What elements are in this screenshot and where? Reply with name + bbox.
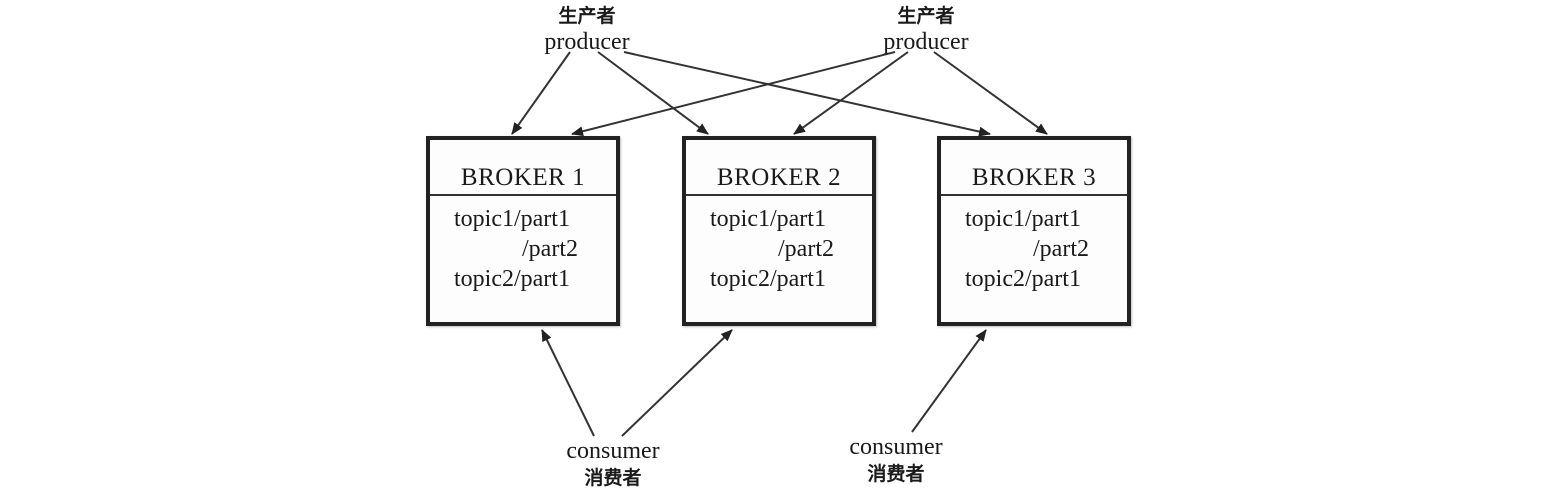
producer-1: 生产者 producer bbox=[527, 2, 647, 55]
broker-1-topics: topic1/part1 /part2 topic2/part1 bbox=[430, 196, 616, 294]
consumer-1: consumer 消费者 bbox=[553, 438, 673, 491]
broker-1: BROKER 1 topic1/part1 /part2 topic2/part… bbox=[426, 136, 620, 326]
broker-3-topic-line: /part2 bbox=[1033, 236, 1089, 262]
broker-1-title: BROKER 1 bbox=[430, 140, 616, 196]
broker-3-topic-line: topic2/part1 bbox=[965, 266, 1081, 292]
consumer-2-label-zh: 消费者 bbox=[867, 463, 925, 485]
broker-2-topic-line: topic2/part1 bbox=[710, 266, 826, 292]
arrow-producer2-broker2 bbox=[793, 51, 909, 135]
arrow-consumer1-broker2 bbox=[621, 329, 733, 437]
broker-3-title: BROKER 3 bbox=[941, 140, 1127, 196]
arrow-producer2-broker1 bbox=[571, 51, 896, 137]
producer-1-label-zh: 生产者 bbox=[558, 5, 616, 27]
broker-2-topics: topic1/part1 /part2 topic2/part1 bbox=[686, 196, 872, 294]
consumer-2-label-en: consumer bbox=[849, 434, 943, 460]
broker-2-topic-line: topic1/part1 bbox=[710, 206, 826, 232]
producer-1-label-en: producer bbox=[544, 29, 630, 55]
broker-2: BROKER 2 topic1/part1 /part2 topic2/part… bbox=[682, 136, 876, 326]
producer-2: 生产者 producer bbox=[866, 2, 986, 55]
broker-3: BROKER 3 topic1/part1 /part2 topic2/part… bbox=[937, 136, 1131, 326]
broker-2-topic-line: /part2 bbox=[778, 236, 834, 262]
consumer-2: consumer 消费者 bbox=[836, 434, 956, 487]
consumer-1-label-en: consumer bbox=[566, 438, 660, 464]
arrow-producer1-broker2 bbox=[597, 51, 709, 135]
arrow-producer1-broker3 bbox=[623, 51, 991, 137]
broker-3-topics: topic1/part1 /part2 topic2/part1 bbox=[941, 196, 1127, 294]
broker-1-topic-line: topic1/part1 bbox=[454, 206, 570, 232]
arrow-producer1-broker1 bbox=[511, 51, 571, 135]
broker-3-topic-line: topic1/part1 bbox=[965, 206, 1081, 232]
broker-1-topic-line: topic2/part1 bbox=[454, 266, 570, 292]
arrow-producer2-broker3 bbox=[933, 51, 1048, 135]
broker-2-title: BROKER 2 bbox=[686, 140, 872, 196]
producer-2-label-zh: 生产者 bbox=[897, 5, 955, 27]
consumer-1-label-zh: 消费者 bbox=[584, 467, 642, 489]
arrow-consumer1-broker1 bbox=[541, 329, 595, 437]
producer-2-label-en: producer bbox=[883, 29, 969, 55]
arrow-consumer2-broker3 bbox=[911, 329, 987, 433]
broker-1-topic-line: /part2 bbox=[522, 236, 578, 262]
